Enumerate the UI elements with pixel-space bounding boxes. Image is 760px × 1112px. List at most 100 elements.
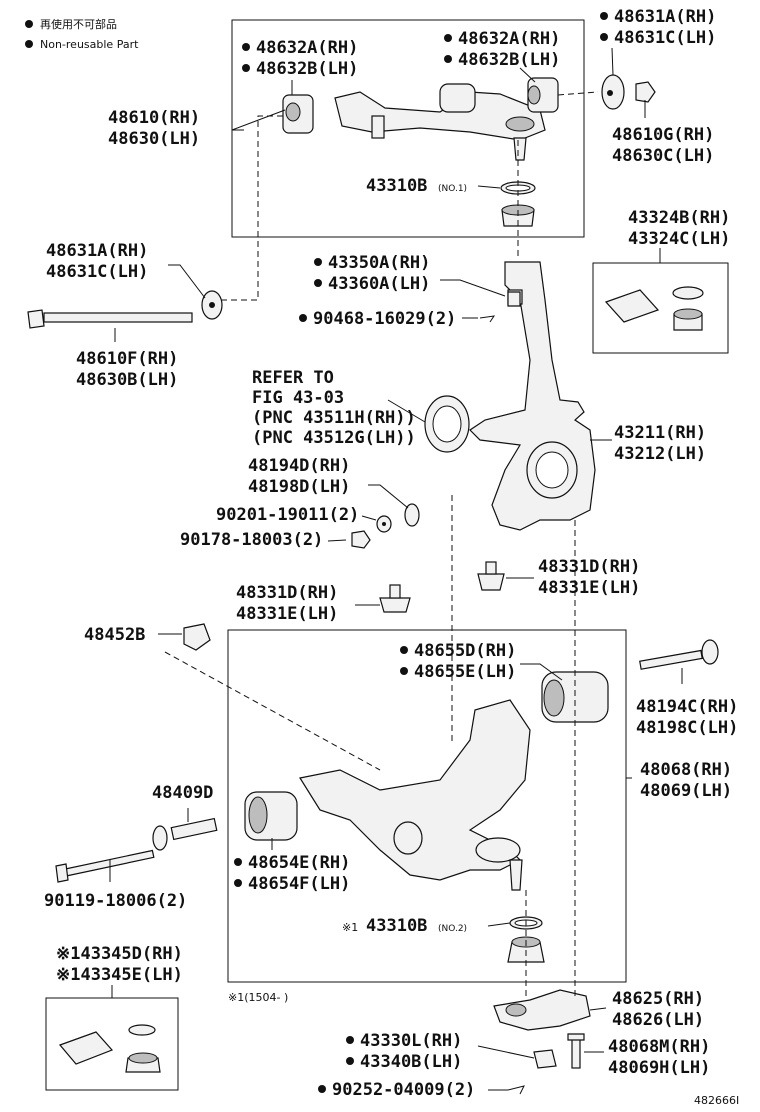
label-48610: 48610(RH) — [108, 108, 200, 128]
upper-bushing-left — [282, 94, 314, 134]
label-43324B: 43324B(RH) — [628, 208, 730, 228]
nonreusable-dot-icon — [318, 1085, 326, 1093]
label-48654E: 48654E(RH) — [248, 853, 350, 873]
label-48409D: 48409D — [152, 783, 213, 803]
nonreusable-dot-icon — [444, 34, 452, 42]
steering-knuckle — [469, 261, 596, 531]
lower-bushing-right — [541, 671, 609, 723]
nonreusable-dot-icon — [400, 646, 408, 654]
label-43310B-no2-note: (NO.2) — [438, 924, 467, 934]
label-refer-2: FIG 43-03 — [252, 388, 344, 408]
label-43211: 43211(RH) — [614, 423, 706, 443]
bump-stopper-left — [379, 584, 411, 613]
nonreusable-dot-icon — [346, 1057, 354, 1065]
label-48610G: 48610G(RH) — [612, 125, 714, 145]
label-48632B-right: 48632B(LH) — [458, 50, 560, 70]
label-48452B: 48452B — [84, 625, 145, 645]
cap-48452B — [183, 623, 211, 651]
label-48630C: 48630C(LH) — [612, 146, 714, 166]
nut-43330L — [533, 1049, 557, 1069]
nut-90178 — [351, 530, 371, 549]
upper-control-arm — [334, 83, 546, 161]
label-48626: 48626(LH) — [612, 1010, 704, 1030]
hub-seal — [424, 395, 470, 453]
adjust-bolt-right — [639, 639, 719, 670]
boot-kit-upper-items — [604, 286, 704, 331]
upper-bushing-right — [527, 77, 559, 113]
knuckle-nut — [507, 291, 521, 307]
label-48068M: 48068M(RH) — [608, 1037, 710, 1057]
lower-bolt-assembly — [55, 817, 218, 883]
nonreusable-dot-icon — [234, 858, 242, 866]
nonreusable-dot-icon — [234, 879, 242, 887]
label-48198C: 48198C(LH) — [636, 718, 738, 738]
label-90468: 90468-16029(2) — [313, 309, 456, 329]
label-48068: 48068(RH) — [640, 760, 732, 780]
nonreusable-dot-icon — [444, 55, 452, 63]
bolt-48068M — [567, 1033, 585, 1069]
lower-bushing-left — [244, 791, 298, 841]
label-90178: 90178-18003(2) — [180, 530, 323, 550]
label-48331E-left: 48331E(LH) — [236, 604, 338, 624]
label-43310B-no2-mark: ※1 — [342, 921, 358, 934]
label-48194C: 48194C(RH) — [636, 697, 738, 717]
label-refer-4: (PNC 43512G(LH)) — [252, 428, 416, 448]
label-48194D: 48194D(RH) — [248, 456, 350, 476]
knuckle-arm — [493, 989, 591, 1031]
label-48631C-left: 48631C(LH) — [46, 262, 148, 282]
cotter-pin-lower — [507, 1085, 525, 1095]
label-43350A: 43350A(RH) — [328, 253, 430, 273]
label-43212: 43212(LH) — [614, 444, 706, 464]
cotter-pin-upper — [479, 315, 496, 323]
label-48198D: 48198D(LH) — [248, 477, 350, 497]
legend-bullet-icon — [25, 20, 33, 28]
label-48632B-left: 48632B(LH) — [256, 59, 358, 79]
label-48069H: 48069H(LH) — [608, 1058, 710, 1078]
label-43330L: 43330L(RH) — [360, 1031, 462, 1051]
nonreusable-dot-icon — [600, 12, 608, 20]
label-43360A: 43360A(LH) — [328, 274, 430, 294]
label-48655E: 48655E(LH) — [414, 662, 516, 682]
upper-washer-right — [601, 74, 625, 110]
label-48631A-top: 48631A(RH) — [614, 7, 716, 27]
label-48631A-left: 48631A(RH) — [46, 241, 148, 261]
legend-bullet-icon-2 — [25, 40, 33, 48]
label-48331E-right: 48331E(LH) — [538, 578, 640, 598]
bump-stopper-right — [477, 561, 505, 591]
label-48331D-right: 48331D(RH) — [538, 557, 640, 577]
label-90201: 90201-19011(2) — [216, 505, 359, 525]
label-48630B: 48630B(LH) — [76, 370, 178, 390]
label-43310B-no1: 43310B — [366, 176, 427, 196]
label-48655D: 48655D(RH) — [414, 641, 516, 661]
lower-arm-group-box — [227, 629, 627, 983]
nonreusable-dot-icon — [299, 314, 307, 322]
label-43345D: ※143345D(RH) — [56, 944, 183, 964]
label-48654F: 48654F(LH) — [248, 874, 350, 894]
diagram-code: 482666I — [694, 1094, 739, 1107]
label-43345E: ※143345E(LH) — [56, 965, 183, 985]
nonreusable-dot-icon — [400, 667, 408, 675]
label-48610F: 48610F(RH) — [76, 349, 178, 369]
label-48632A-left: 48632A(RH) — [256, 38, 358, 58]
nonreusable-dot-icon — [314, 258, 322, 266]
leader-lines — [109, 47, 683, 1091]
label-48069: 48069(LH) — [640, 781, 732, 801]
label-48331D-left: 48331D(RH) — [236, 583, 338, 603]
label-90119: 90119-18006(2) — [44, 891, 187, 911]
upper-arm-bolt — [27, 290, 223, 329]
nonreusable-dot-icon — [242, 64, 250, 72]
nonreusable-dot-icon — [600, 33, 608, 41]
label-48630: 48630(LH) — [108, 129, 200, 149]
label-43310B-no2: 43310B — [366, 916, 427, 936]
upper-nut — [635, 81, 656, 103]
lower-control-arm — [299, 699, 531, 891]
label-43340B: 43340B(LH) — [360, 1052, 462, 1072]
footnote-range: ※1(1504- ) — [228, 991, 288, 1004]
nonreusable-dot-icon — [314, 279, 322, 287]
part-labels: 48632A(RH) 48632B(LH) 48632A(RH) 48632B(… — [44, 7, 739, 1107]
washer-90201 — [376, 515, 392, 533]
label-48631C-top: 48631C(LH) — [614, 28, 716, 48]
label-refer-3: (PNC 43511H(RH)) — [252, 408, 416, 428]
label-90252: 90252-04009(2) — [332, 1080, 475, 1100]
